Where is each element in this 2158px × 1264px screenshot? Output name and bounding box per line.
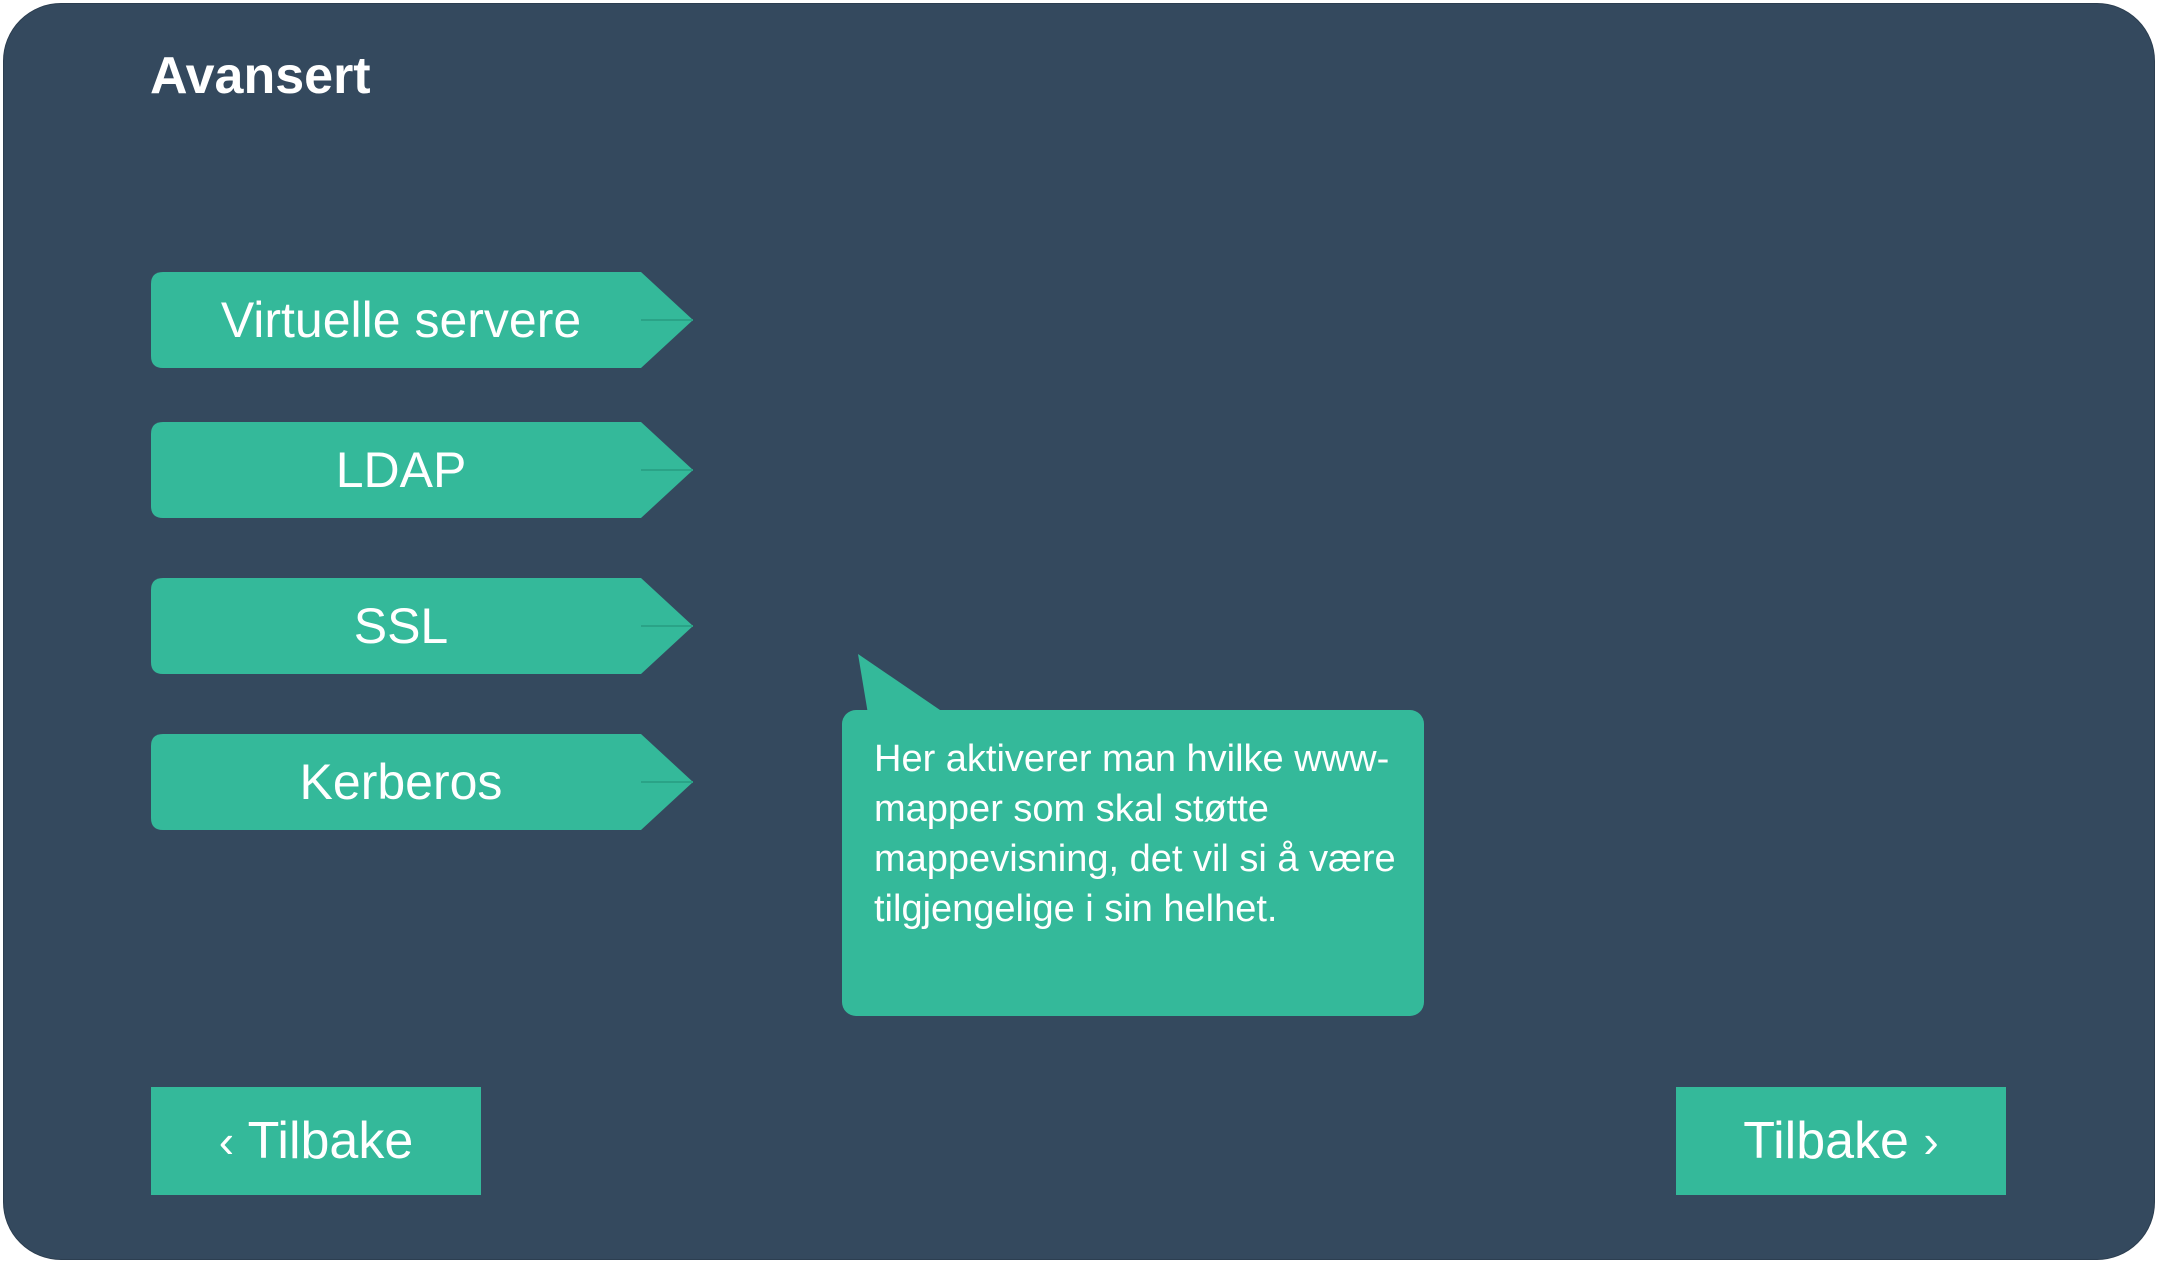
- menu-item-kerberos[interactable]: Kerberos: [151, 734, 693, 830]
- menu-item-label: LDAP: [335, 442, 467, 498]
- menu-item-label: SSL: [353, 598, 449, 654]
- arrow-tab-shape: [151, 422, 693, 518]
- arrow-tab-shape: [151, 578, 693, 674]
- menu-item-virtual-servers[interactable]: Virtuelle servere: [151, 272, 693, 368]
- back-button[interactable]: ‹ Tilbake: [151, 1087, 481, 1195]
- back-button-label: Tilbake: [247, 1112, 414, 1170]
- help-tooltip: Her aktiverer man hvilke www-mapper som …: [842, 710, 1424, 1016]
- chevron-left-icon: ‹: [218, 1115, 235, 1167]
- tooltip-pointer: [858, 654, 940, 714]
- page-title: Avansert: [150, 47, 371, 105]
- menu-item-ldap[interactable]: LDAP: [151, 422, 693, 518]
- next-button-label: Tilbake: [1743, 1112, 1909, 1170]
- tooltip-text: Her aktiverer man hvilke www-mapper som …: [874, 738, 1396, 930]
- next-button[interactable]: Tilbake ›: [1676, 1087, 2006, 1195]
- menu-item-label: Virtuelle servere: [220, 292, 582, 348]
- chevron-right-icon: ›: [1923, 1115, 1939, 1167]
- arrow-tab-shape: [151, 272, 693, 368]
- menu-item-label: Kerberos: [299, 754, 503, 810]
- menu-item-ssl[interactable]: SSL: [151, 578, 693, 674]
- arrow-tab-shape: [151, 734, 693, 830]
